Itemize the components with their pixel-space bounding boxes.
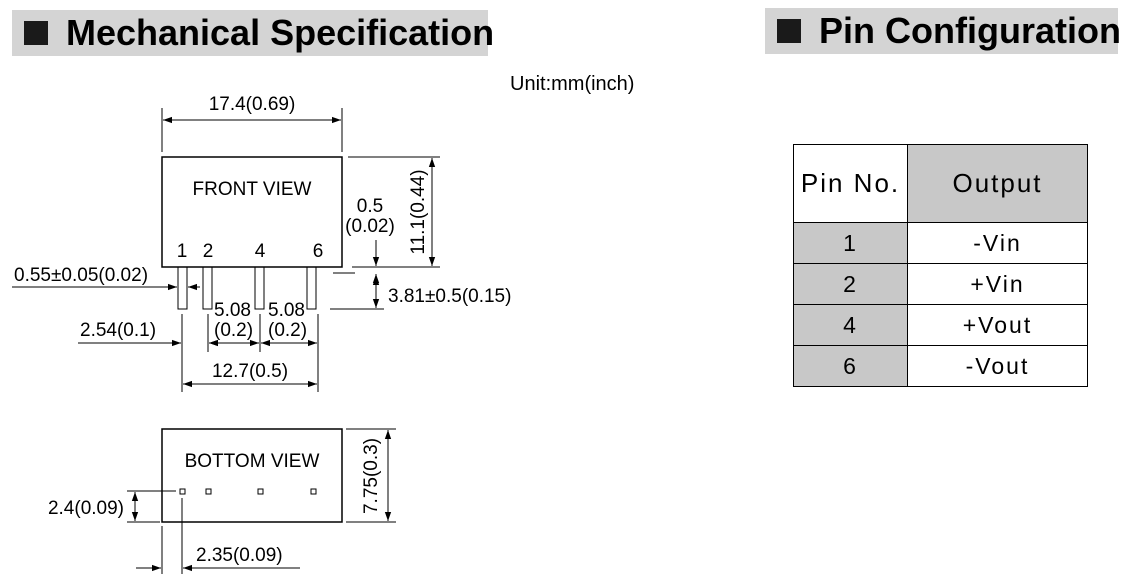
pin-number-4: 4: [255, 241, 266, 262]
output-cell: -Vout: [907, 345, 1088, 387]
pin-1-lead: [177, 266, 188, 310]
output-cell: +Vin: [907, 263, 1088, 305]
output-cell: -Vin: [907, 222, 1088, 264]
bottom-view-label: BOTTOM VIEW: [185, 451, 320, 472]
table-row: 1 -Vin: [793, 222, 1088, 264]
pin-config-title: Pin Configuration: [819, 10, 1121, 51]
black-square-icon: [24, 21, 48, 45]
bottom-pin-6: [310, 488, 317, 495]
span-label: 12.7(0.5): [212, 361, 288, 382]
output-header: Output: [907, 144, 1088, 223]
pin-cell: 6: [793, 345, 908, 387]
front-view-body: [161, 156, 343, 268]
pin-no-header: Pin No.: [793, 144, 908, 223]
bottom-pin-1: [179, 488, 186, 495]
pin-cell: 2: [793, 263, 908, 305]
table-row: 4 +Vout: [793, 304, 1088, 346]
pin-length-label: 3.81±0.5(0.15): [388, 286, 511, 307]
pin-width-label: 0.55±0.05(0.02): [14, 265, 148, 286]
row-offset-label: 2.4(0.09): [48, 498, 124, 519]
mechanical-spec-title: Mechanical Specification: [66, 12, 495, 53]
front-view-label: FRONT VIEW: [193, 179, 312, 200]
pin-4-lead: [254, 266, 265, 310]
output-cell: +Vout: [907, 304, 1088, 346]
table-row: 6 -Vout: [793, 345, 1088, 387]
pin-number-6: 6: [313, 241, 324, 262]
pin-cell: 4: [793, 304, 908, 346]
pitch-b-label-mm: 5.08: [214, 300, 251, 321]
depth-label: 7.75(0.3): [361, 438, 382, 514]
edge-offset-label: 2.35(0.09): [196, 545, 283, 566]
pin-config-header: Pin Configuration: [765, 8, 1121, 54]
bottom-pins: [179, 488, 317, 495]
pitch-c-label-inch: (0.2): [268, 320, 307, 341]
mechanical-spec-header: Mechanical Specification: [12, 10, 494, 56]
standoff-label-inch: (0.02): [345, 216, 395, 237]
pin-2-lead: [202, 266, 213, 310]
pin-number-1: 1: [177, 241, 188, 262]
pin-6-lead: [306, 266, 317, 310]
pitch-b-label-inch: (0.2): [214, 320, 253, 341]
pin-config-table: Pin No. Output 1 -Vin 2 +Vin 4 +Vout 6 -…: [793, 144, 1088, 387]
width-label: 17.4(0.69): [209, 94, 296, 115]
pitch-a-label: 2.54(0.1): [80, 320, 156, 341]
height-label: 11.1(0.44): [408, 169, 429, 254]
front-pins: [177, 266, 317, 310]
pin-number-2: 2: [203, 241, 214, 262]
pitch-c-label-mm: 5.08: [268, 300, 305, 321]
standoff-label-mm: 0.5: [357, 196, 383, 217]
table-row: 2 +Vin: [793, 263, 1088, 305]
bottom-pin-2: [205, 488, 212, 495]
black-square-icon: [777, 19, 801, 43]
unit-label: Unit:mm(inch): [510, 73, 635, 95]
table-header-row: Pin No. Output: [793, 144, 1088, 223]
bottom-view-body: [161, 428, 343, 523]
bottom-pin-4: [257, 488, 264, 495]
pin-cell: 1: [793, 222, 908, 264]
